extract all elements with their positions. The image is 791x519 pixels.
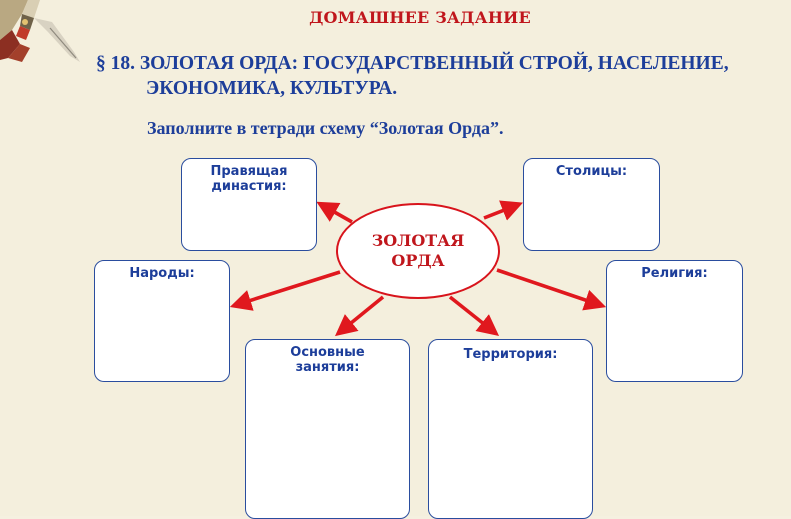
arrow-to-occupations — [334, 295, 385, 337]
sword-hilt-icon — [0, 0, 80, 62]
capitals-label: Столицы: — [555, 164, 628, 179]
golden-horde-center: ЗОЛОТАЯ ОРДА — [336, 203, 500, 299]
topic-heading-line1: § 18. ЗОЛОТАЯ ОРДА: ГОСУДАРСТВЕННЫЙ СТРО… — [96, 53, 729, 74]
dynasty-box[interactable]: Правящая династия: — [181, 158, 317, 251]
territory-box[interactable]: Территория: — [428, 339, 593, 519]
arrow-to-religion — [496, 268, 607, 311]
dynasty-label-line1: Правящая — [210, 164, 288, 179]
dynasty-label-line2: династия: — [211, 179, 287, 194]
occupations-label-line1: Основные — [290, 345, 365, 360]
peoples-label: Народы: — [129, 266, 195, 281]
center-label-line1: ЗОЛОТАЯ — [371, 231, 465, 250]
occupations-box[interactable]: Основные занятия: — [245, 339, 410, 519]
topic-heading-line2: ЭКОНОМИКА, КУЛЬТУРА. — [146, 78, 398, 99]
capitals-box[interactable]: Столицы: — [523, 158, 660, 251]
instruction-text: Заполните в тетради схему “Золотая Орда”… — [147, 118, 504, 138]
arrow-to-capitals — [483, 200, 524, 221]
religion-label: Религия: — [641, 266, 708, 281]
occupations-label-line2: занятия: — [295, 360, 360, 375]
center-label-line2: ОРДА — [391, 251, 445, 270]
territory-label: Территория: — [463, 347, 558, 362]
arrow-to-territory — [448, 295, 500, 337]
homework-title: ДОМАШНЕЕ ЗАДАНИЕ — [309, 8, 531, 27]
peoples-box[interactable]: Народы: — [94, 260, 230, 382]
arrow-to-dynasty — [316, 201, 353, 224]
arrow-to-peoples — [229, 270, 341, 311]
religion-box[interactable]: Религия: — [606, 260, 743, 382]
